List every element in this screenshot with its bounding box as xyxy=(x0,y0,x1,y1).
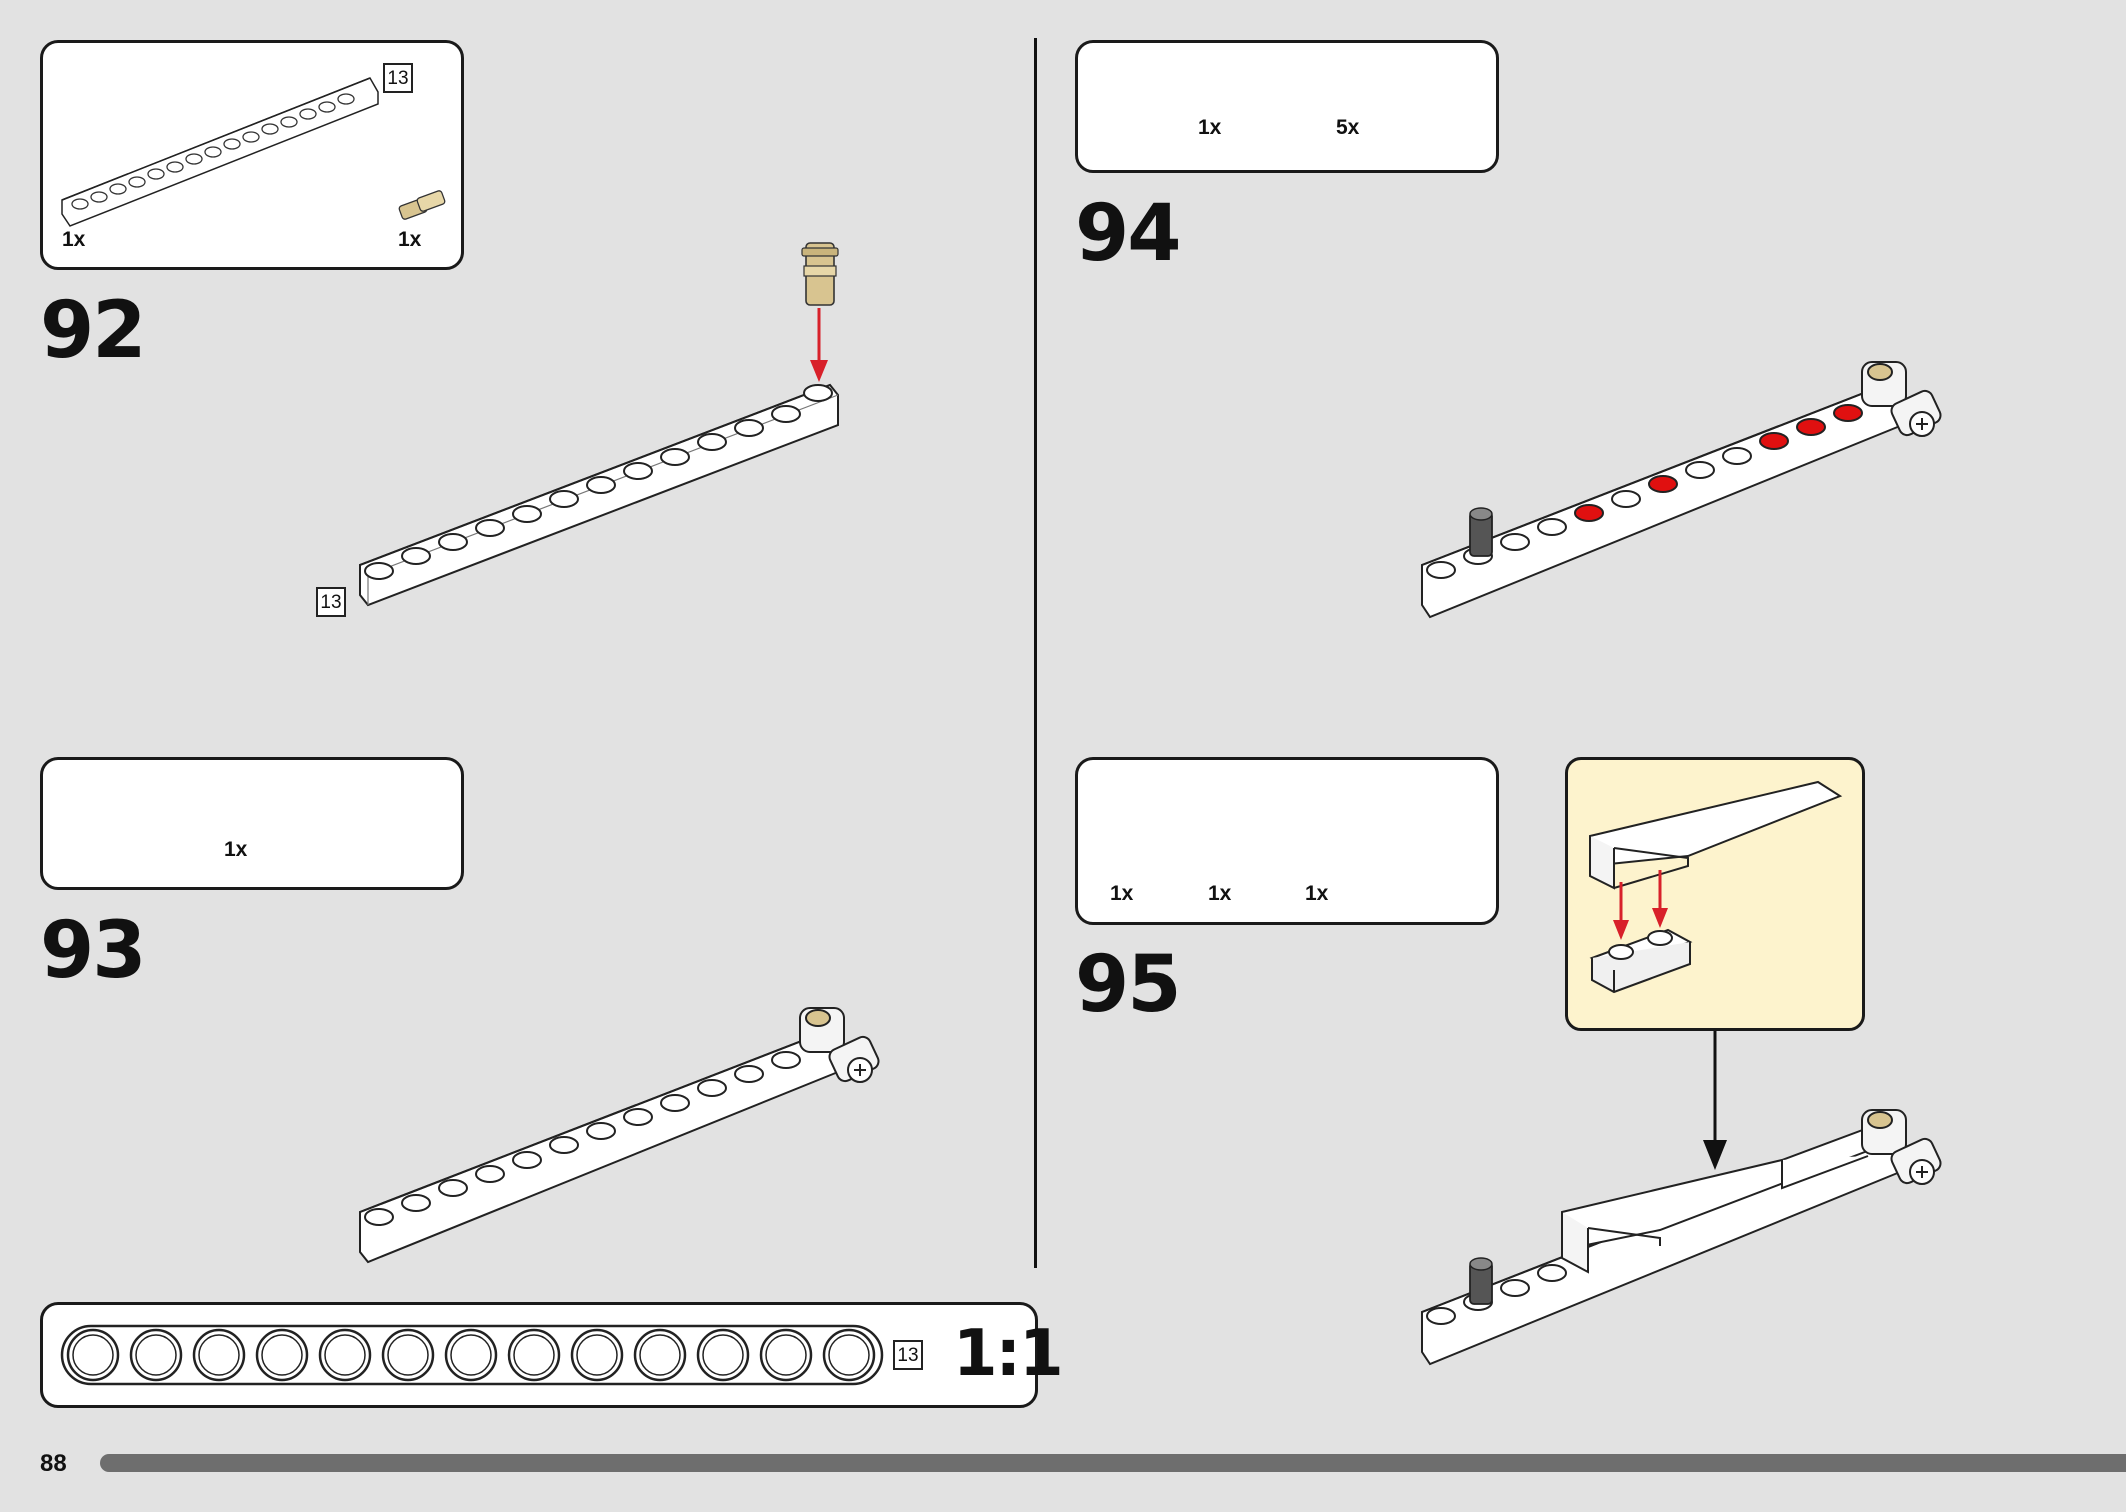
dark-pin-build-95-icon xyxy=(1469,1257,1493,1305)
part-qty: 1x xyxy=(1198,116,1222,139)
part-qty: 1x xyxy=(62,228,86,251)
part-qty: 5x xyxy=(1336,116,1360,139)
step-number-95: 95 xyxy=(1075,940,1182,1030)
parts-panel-93 xyxy=(40,757,464,890)
tan-pin-build-icon xyxy=(801,242,839,306)
parts-panel-94 xyxy=(1075,40,1499,173)
part-qty: 1x xyxy=(224,838,248,861)
scale-label: 1:1 xyxy=(953,1317,1064,1391)
dark-pin-build-icon xyxy=(1469,507,1493,557)
beam-13-icon xyxy=(61,77,379,227)
step-93-beam-build xyxy=(359,1007,880,1264)
beam-length-badge: 13 xyxy=(383,63,413,93)
part-qty: 1x xyxy=(1305,882,1329,905)
tan-pin-icon xyxy=(398,190,446,220)
step-number-94: 94 xyxy=(1075,189,1182,279)
step-94-beam-build xyxy=(1421,361,1942,619)
part-qty: 1x xyxy=(398,228,422,251)
step-number-93: 93 xyxy=(40,906,147,996)
column-divider xyxy=(1034,38,1037,1268)
callout-down-arrow-icon xyxy=(1703,1031,1727,1170)
part-qty: 1x xyxy=(1110,882,1134,905)
parts-panel-95 xyxy=(1075,757,1499,925)
build-length-badge: 13 xyxy=(316,587,346,617)
progress-bar xyxy=(100,1454,2126,1472)
red-insert-arrow-icon xyxy=(810,308,828,382)
ruler-length-badge: 13 xyxy=(893,1340,923,1370)
step-95-beam-build xyxy=(1421,1109,1942,1366)
page-number: 88 xyxy=(40,1450,67,1477)
part-qty: 1x xyxy=(1208,882,1232,905)
step-92-beam-build xyxy=(359,383,839,607)
step-number-92: 92 xyxy=(40,286,147,376)
